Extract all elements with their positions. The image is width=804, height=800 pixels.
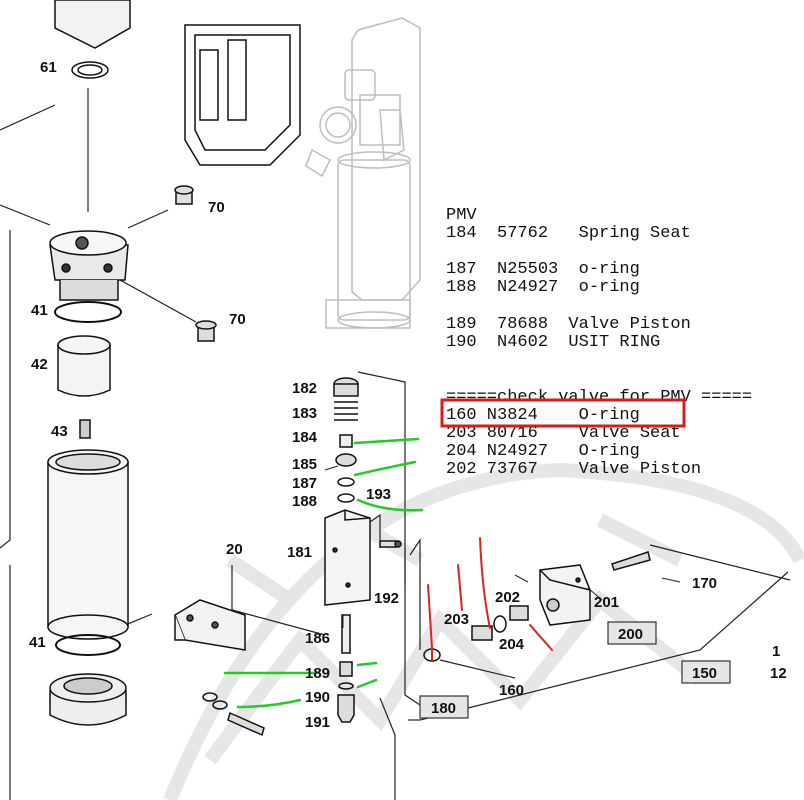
callout-160: 160 <box>499 682 524 699</box>
ref-label-180: 180 <box>431 700 456 717</box>
red-markings <box>427 537 553 661</box>
ref-box-180 <box>419 695 469 719</box>
parts-list-row: 184 57762 Spring Seat <box>446 224 691 243</box>
callout-192: 192 <box>374 590 399 607</box>
part-61-oring <box>71 61 109 79</box>
part-20-bracket <box>174 599 246 651</box>
callout-70-bottom: 70 <box>229 311 246 328</box>
assembly-ref-boxes: 180 200 150 <box>419 621 731 719</box>
ref-box-200 <box>607 621 657 645</box>
callout-61: 61 <box>40 59 57 76</box>
parts-list-row-highlighted: 160 N3824 O-ring <box>446 406 640 425</box>
callout-188: 188 <box>292 493 317 510</box>
ref-label-150: 150 <box>692 665 717 682</box>
parts-list-row: 190 N4602 USIT RING <box>446 333 660 352</box>
callout-170: 170 <box>692 575 717 592</box>
edge-fragment: 1 <box>772 643 780 660</box>
callout-181: 181 <box>287 544 312 561</box>
part-70-plug-top <box>174 185 194 205</box>
parts-list-row: 188 N24927 o-ring <box>446 278 640 297</box>
part-42-cup <box>57 335 111 397</box>
callout-189: 189 <box>305 665 330 682</box>
washers-190 <box>202 692 228 710</box>
callout-204: 204 <box>499 636 525 653</box>
callout-43: 43 <box>51 423 68 440</box>
callout-42: 42 <box>31 356 48 373</box>
callout-201: 201 <box>594 594 619 611</box>
callout-187: 187 <box>292 475 317 492</box>
callout-41-top: 41 <box>31 302 48 319</box>
callout-41-bottom: 41 <box>29 634 46 651</box>
bolt-191 <box>227 711 265 737</box>
callout-20: 20 <box>226 541 243 558</box>
top-part-fragment <box>54 0 131 49</box>
ref-box-150 <box>681 660 731 684</box>
part-43-screw <box>79 419 91 439</box>
leader-lines <box>324 465 681 628</box>
callout-202: 202 <box>495 589 520 606</box>
callout-182: 182 <box>292 380 317 397</box>
part-bottom-cap <box>49 673 127 726</box>
callout-labels: 61 70 70 41 42 43 41 20 182 183 184 185 … <box>29 59 787 731</box>
callout-70-top: 70 <box>208 199 225 216</box>
edge-fragment: 12 <box>770 665 787 682</box>
part-70-plug-bottom <box>195 320 217 342</box>
callout-191: 191 <box>305 714 330 731</box>
callout-203: 203 <box>444 611 469 628</box>
parts-list: PMV 184 57762 Spring Seat 187 N25503 o-r… <box>440 206 752 479</box>
mounting-panel <box>184 24 301 166</box>
valve-frame <box>357 371 791 800</box>
parts-list-row: 203 80716 Valve Seat <box>446 424 681 443</box>
check-valve-assembly <box>423 551 651 662</box>
part-41-oring-top <box>54 301 122 323</box>
green-markings <box>223 437 424 709</box>
callout-183: 183 <box>292 405 317 422</box>
highlight-box <box>440 398 686 428</box>
callout-190: 190 <box>305 689 330 706</box>
callout-184: 184 <box>292 429 318 446</box>
ref-label-200: 200 <box>618 626 643 643</box>
parts-list-header: PMV <box>446 206 477 225</box>
callout-186: 186 <box>305 630 330 647</box>
part-41-oring-bottom <box>55 634 121 656</box>
part-manifold-head <box>49 230 129 301</box>
valve-stack <box>324 377 402 723</box>
frame-lines <box>0 88 326 800</box>
parts-list-row: 202 73767 Valve Piston <box>446 460 701 479</box>
callout-193: 193 <box>366 486 391 503</box>
parts-list-row: 187 N25503 o-ring <box>446 260 640 279</box>
parts-list-section-title: =====check valve for PMV ===== <box>446 388 752 407</box>
assembled-unit-drawing <box>305 17 421 329</box>
part-cylinder-tube <box>47 449 129 640</box>
callout-185: 185 <box>292 456 317 473</box>
parts-list-row: 204 N24927 O-ring <box>446 442 640 461</box>
parts-list-row: 189 78688 Valve Piston <box>446 315 691 334</box>
